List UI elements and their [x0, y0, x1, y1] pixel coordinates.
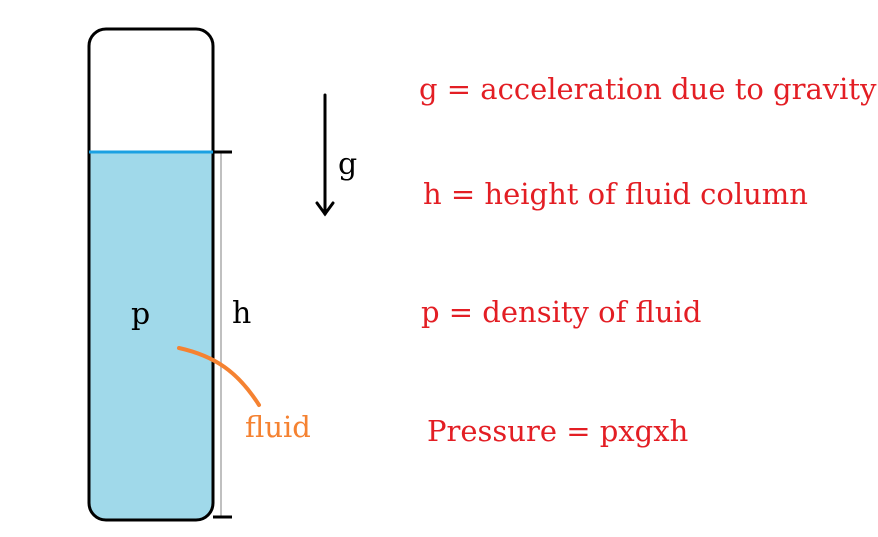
height-symbol-label: h	[232, 296, 251, 331]
gravity-symbol-label: g	[338, 147, 357, 182]
fluid-pointer-line	[177, 346, 261, 407]
density-definition: p = density of fluid	[421, 295, 702, 329]
gravity-arrow-icon	[315, 93, 335, 217]
density-symbol-label: p	[131, 297, 150, 332]
fluid-body	[89, 152, 213, 520]
pressure-formula: Pressure = pxgxh	[427, 414, 689, 448]
height-definition: h = height of fluid column	[423, 177, 808, 211]
fluid-label: fluid	[245, 410, 311, 444]
gravity-definition: g = acceleration due to gravity	[419, 72, 877, 106]
fluid-container	[87, 27, 215, 522]
